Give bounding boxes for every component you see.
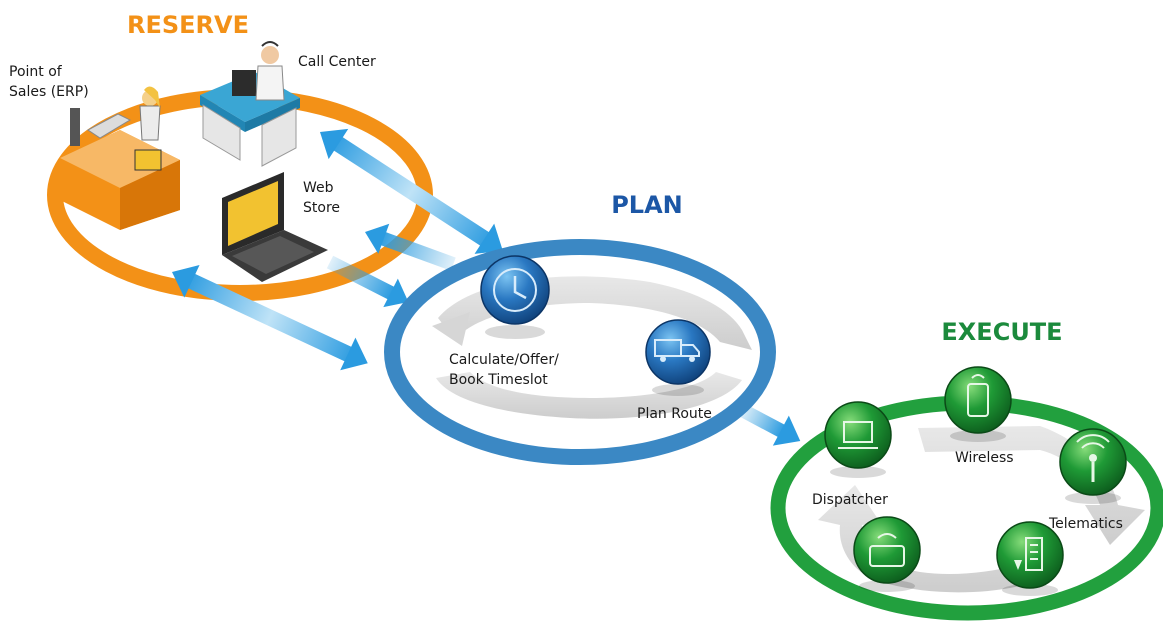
building-icon	[996, 521, 1064, 596]
arrow-webstore-to-plan-2	[326, 255, 409, 308]
plan-title: PLAN	[611, 191, 683, 219]
arrow-callcenter-to-plan	[320, 128, 503, 254]
truck-icon	[645, 319, 711, 396]
label-web-store-line2: Store	[303, 200, 340, 216]
label-point-of-sales-line1: Point of	[9, 64, 63, 80]
label-dispatcher: Dispatcher	[812, 492, 888, 508]
reserve-title: RESERVE	[127, 11, 249, 39]
arrow-plan-to-execute	[738, 403, 801, 446]
label-web-store-line1: Web	[303, 180, 334, 196]
computer-icon	[824, 401, 892, 478]
label-calculate-line1: Calculate/Offer/	[449, 352, 559, 368]
label-calculate-line2: Book Timeslot	[449, 372, 548, 388]
clock-icon	[480, 255, 550, 339]
execute-title: EXECUTE	[941, 318, 1062, 346]
plan-ring	[384, 239, 776, 465]
label-telematics: Telematics	[1048, 516, 1123, 532]
arrow-webstore-to-plan-1	[365, 223, 456, 271]
tablet-icon	[853, 516, 921, 592]
arrow-pos-to-plan	[172, 264, 368, 371]
smartphone-icon	[944, 366, 1012, 442]
label-wireless: Wireless	[955, 450, 1014, 466]
label-call-center: Call Center	[298, 54, 376, 70]
laptop-icon	[222, 172, 328, 282]
label-point-of-sales-line2: Sales (ERP)	[9, 84, 89, 100]
antenna-icon	[1059, 428, 1127, 504]
call-center-agent-icon	[200, 41, 300, 167]
label-plan-route: Plan Route	[637, 406, 712, 422]
point-of-sale-counter-icon	[60, 86, 180, 230]
